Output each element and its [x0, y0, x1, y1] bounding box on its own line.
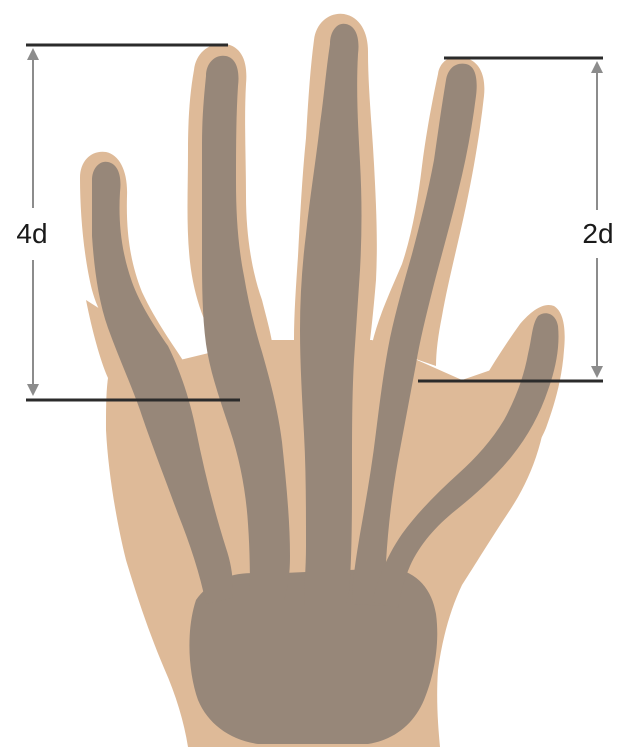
- left-dimension-label: 4d: [16, 218, 47, 249]
- right-arrow-up-head: [591, 61, 603, 73]
- left-arrow-down-head: [27, 384, 39, 396]
- left-arrow-up-head: [27, 48, 39, 60]
- right-arrow-down-head: [591, 366, 603, 378]
- right-dimension-label: 2d: [582, 218, 613, 249]
